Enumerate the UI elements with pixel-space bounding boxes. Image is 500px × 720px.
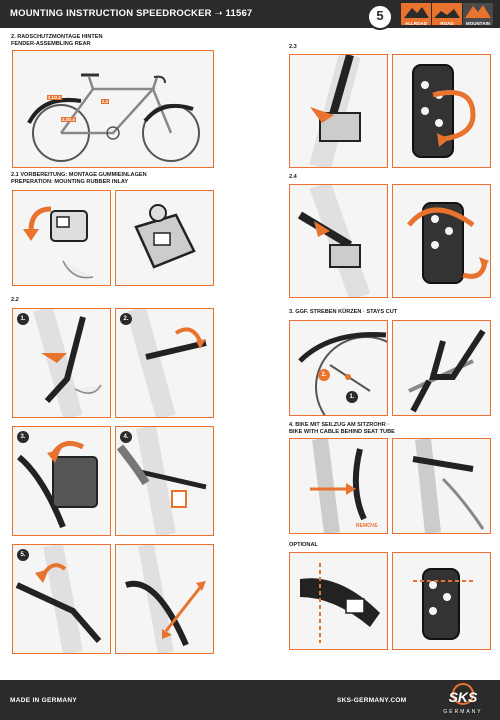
optional-heading: OPTIONAL <box>289 542 318 548</box>
inlay-illustration <box>23 206 94 279</box>
heading-line: 4. BIKE MIT SEILZUG AM SITZROHR · <box>289 422 390 428</box>
mount-illustration <box>297 185 371 297</box>
step-number: 2. <box>120 313 132 325</box>
fender-end-illustration <box>300 563 380 643</box>
section-4-heading: 4. BIKE MIT SEILZUG AM SITZROHR · BIKE W… <box>289 422 395 436</box>
bike-illustration <box>27 73 200 162</box>
step-panel-1: 1. <box>12 308 111 418</box>
logo-text: SKS <box>449 689 478 705</box>
mount-illustration <box>125 545 206 653</box>
section-2-heading: 2. RADSCHUTZMONTAGE HINTEN FENDER-ASSEMB… <box>11 34 103 48</box>
footer-bar <box>0 680 500 720</box>
rubber-inlay-panel-2 <box>115 190 214 286</box>
mount-illustration <box>33 309 102 417</box>
rating-badge: 5 <box>367 4 393 30</box>
seat-tube-panel-1: REMOVE <box>289 438 388 534</box>
section-2-4-heading: 2.4 <box>289 174 297 180</box>
heading-line: 2. RADSCHUTZMONTAGE HINTEN <box>11 34 103 40</box>
cable-illustration <box>310 439 367 533</box>
mount-illustration <box>412 64 476 158</box>
step-number: 2. <box>318 369 330 381</box>
mount-illustration <box>126 309 207 417</box>
rubber-inlay-panel-1 <box>12 190 111 286</box>
heading-line: PREPERATION: MOUNTING RUBBER INLAY <box>11 179 129 185</box>
heading-line: FENDER-ASSEMBLING REAR <box>11 41 91 47</box>
step-number: 4. <box>120 431 132 443</box>
step-panel-2: 2. <box>115 308 214 418</box>
step-panel-3: 3. <box>12 426 111 536</box>
category-allroad: ALLROAD <box>401 3 431 26</box>
mount-illustration <box>309 55 361 167</box>
stays-cut-panel-2 <box>392 320 491 416</box>
step-2-3-panel-2 <box>392 54 491 168</box>
step-panel-4: 4. <box>115 426 214 536</box>
step-2-4-panel-2 <box>392 184 491 298</box>
mount-illustration <box>17 440 98 529</box>
inlay-illustration <box>134 204 196 269</box>
mount-illustration <box>15 545 102 653</box>
website-link[interactable]: SKS-GERMANY.COM <box>337 697 407 704</box>
step-panel-6 <box>115 544 214 654</box>
mountain-icon <box>434 9 460 18</box>
callout-label: 2.1/2.2 <box>47 95 62 100</box>
stays-cut-panel-1: 2. 1. <box>289 320 388 416</box>
badge-number: 5 <box>376 8 384 23</box>
category-label: MOUNTAIN <box>466 21 490 26</box>
section-3-heading: 3. GGF. STREBEN KÜRZEN · STAYS CUT <box>289 309 398 315</box>
mountain-icon <box>404 7 429 18</box>
category-label: ROAD <box>440 21 454 26</box>
mount-illustration <box>407 202 489 284</box>
step-number: 1. <box>346 391 358 403</box>
step-panel-5: 5. <box>12 544 111 654</box>
fender-end-illustration <box>413 568 473 640</box>
cable-illustration <box>412 439 485 533</box>
category-mountain: MOUNTAIN <box>463 3 493 26</box>
step-number: 3. <box>17 431 29 443</box>
category-road: ROAD <box>432 3 462 26</box>
optional-panel-2 <box>392 552 491 650</box>
sks-logo: SKS GERMANY <box>443 683 482 715</box>
optional-panel-1 <box>289 552 388 650</box>
callout-label: 2.3/2.4 <box>61 117 76 122</box>
remove-label: REMOVE <box>356 523 378 529</box>
section-2-3-heading: 2.3 <box>289 44 297 50</box>
bike-overview-panel: 2.1/2.2 2.3 2.3/2.4 <box>12 50 214 168</box>
heading-line: BIKE WITH CABLE BEHIND SEAT TUBE <box>289 429 395 435</box>
made-in-germany: MADE IN GERMANY <box>10 697 77 704</box>
step-2-4-panel-1 <box>289 184 388 298</box>
step-2-3-panel-1 <box>289 54 388 168</box>
pliers-illustration <box>408 329 486 413</box>
category-label: ALLROAD <box>405 21 427 26</box>
document-title: MOUNTING INSTRUCTION SPEEDROCKER ➝ 11567 <box>10 8 253 19</box>
mount-illustration <box>116 427 207 535</box>
step-number: 5. <box>17 549 29 561</box>
heading-line: 2.1 VORBEREITUNG: MONTAGE GUMMIEINLAGEN <box>11 172 147 178</box>
section-2-2-heading: 2.2 <box>11 297 19 303</box>
callout-label: 2.3 <box>101 99 109 104</box>
section-2-1-heading: 2.1 VORBEREITUNG: MONTAGE GUMMIEINLAGEN … <box>11 172 147 186</box>
logo-subtext: GERMANY <box>443 709 482 715</box>
mountain-icon <box>465 5 491 18</box>
seat-tube-panel-2 <box>392 438 491 534</box>
wheel-illustration <box>298 332 387 415</box>
step-number: 1. <box>17 313 29 325</box>
